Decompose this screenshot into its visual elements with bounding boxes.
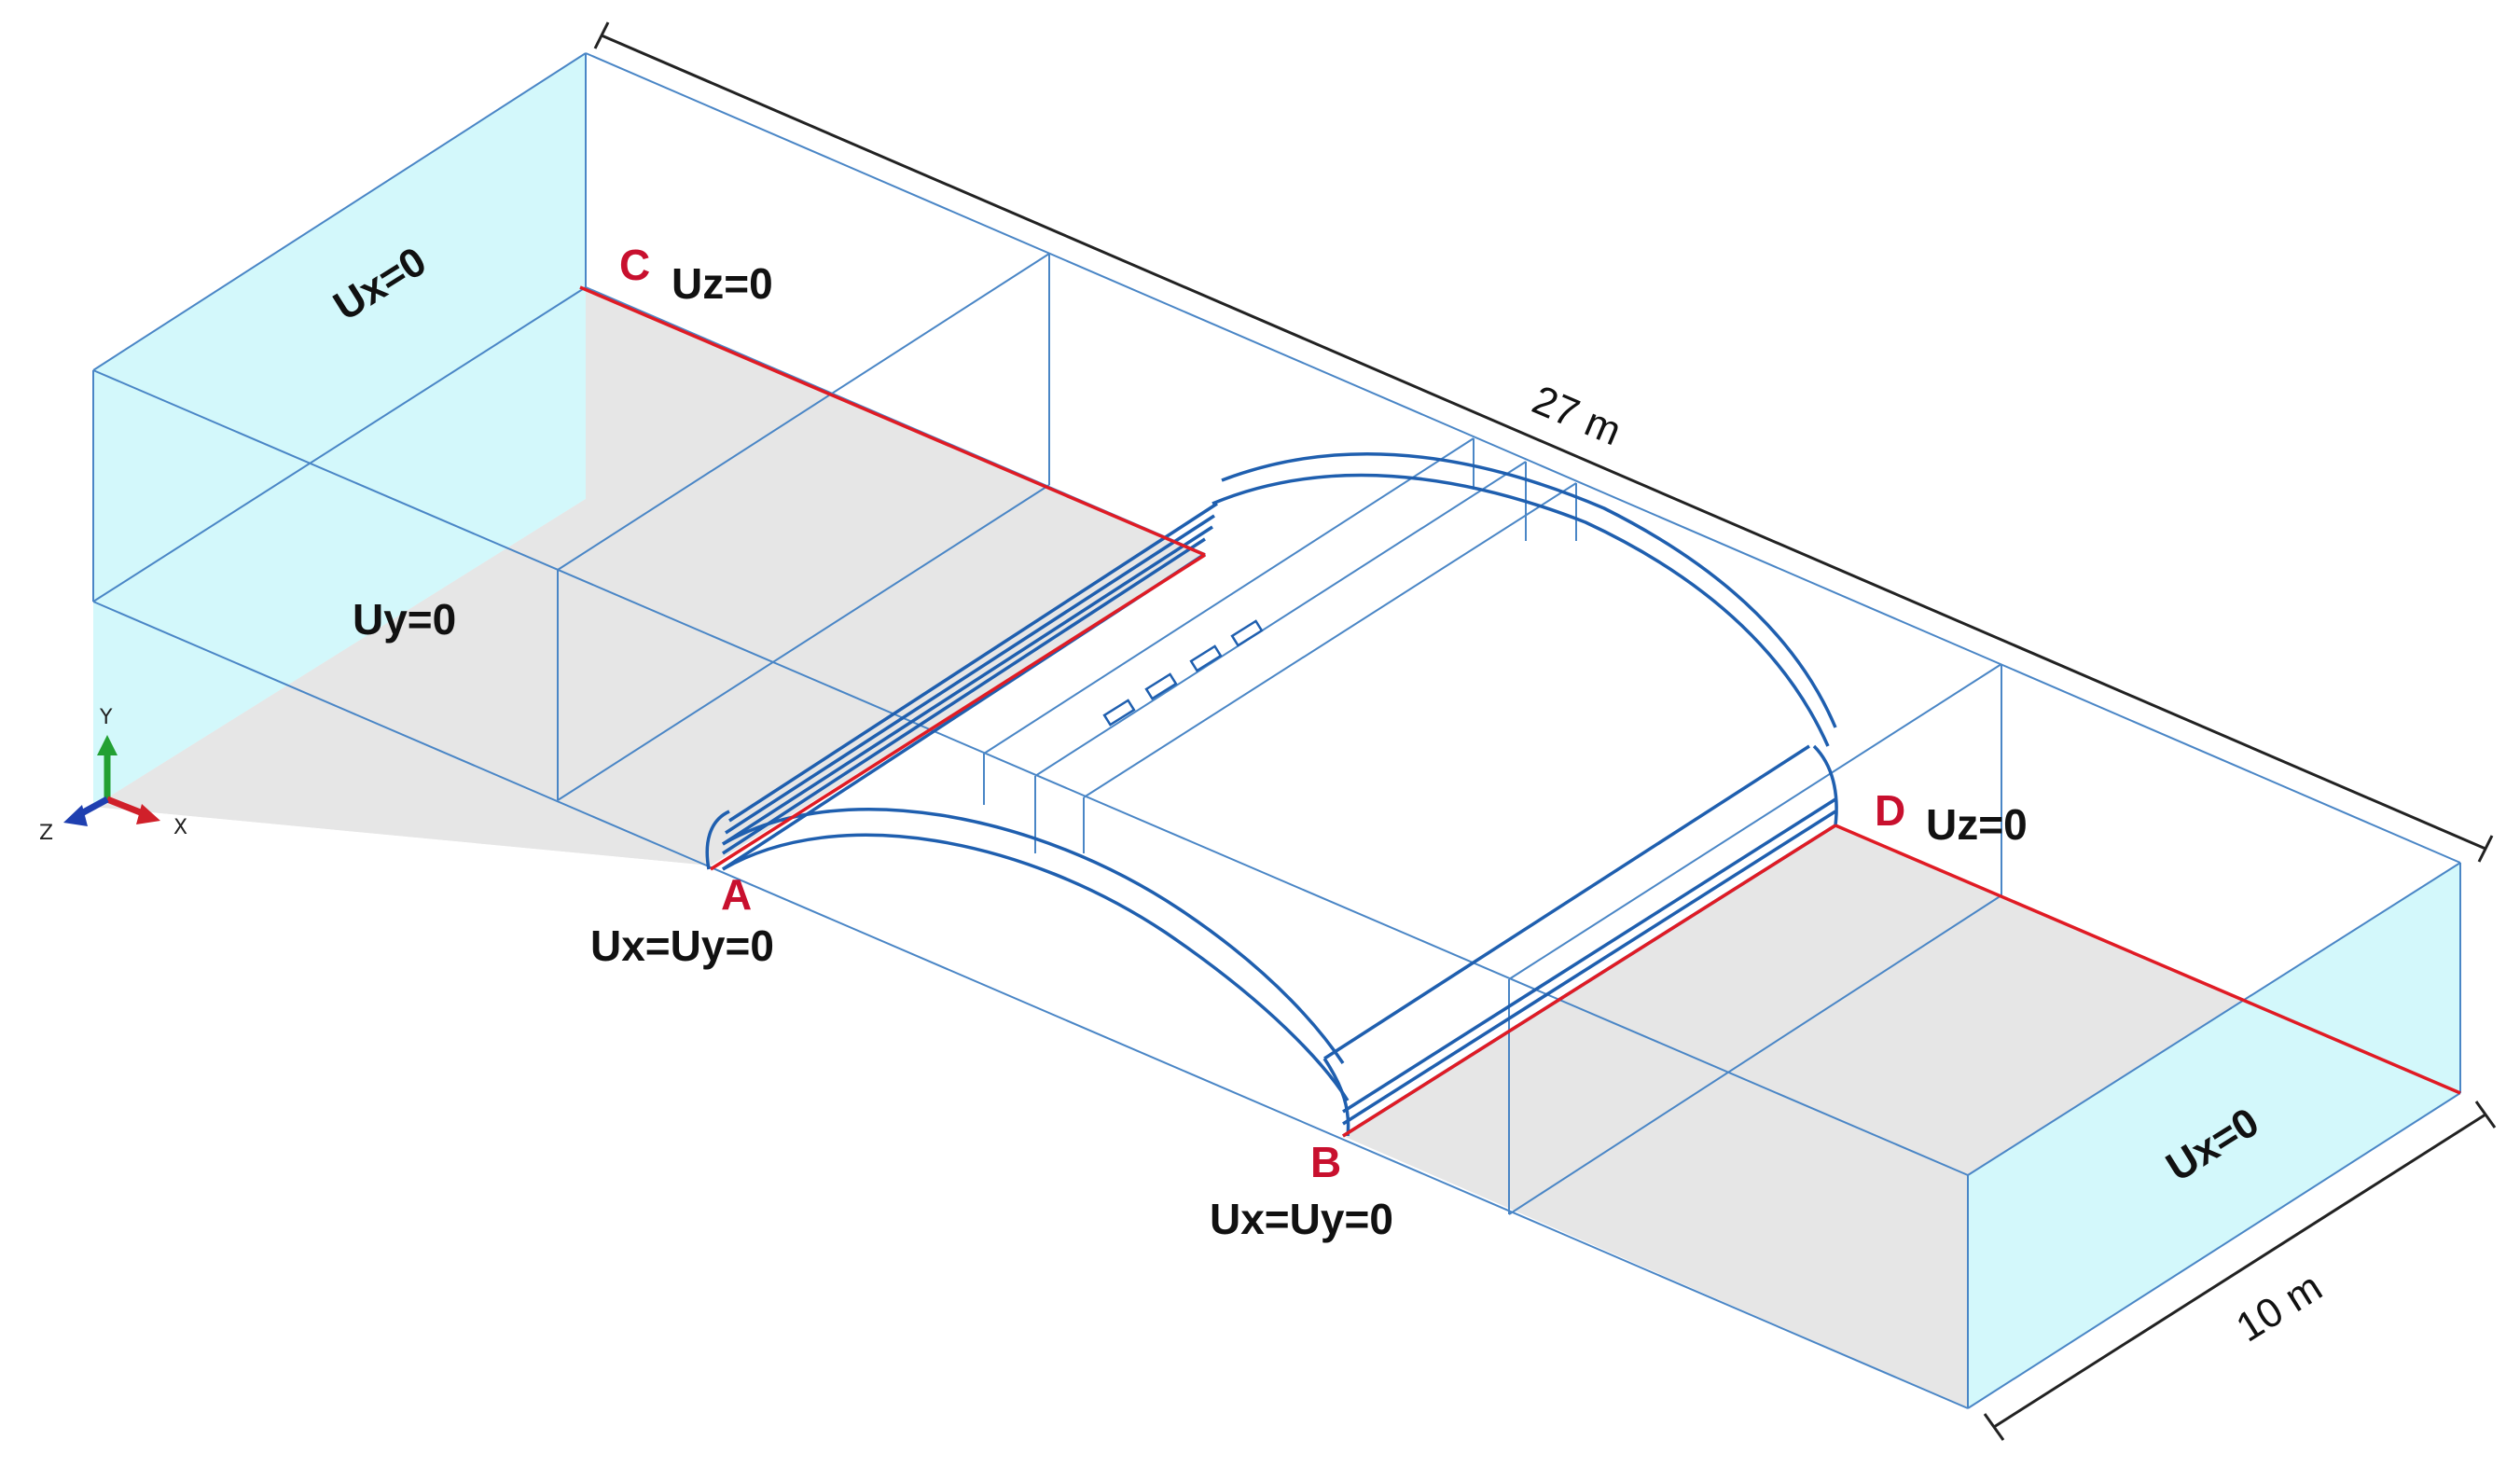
top-back-edge (585, 52, 2461, 864)
deck-opening-2 (1144, 672, 1178, 700)
axis-x-label: X (173, 816, 187, 839)
arch-left-long-2 (722, 537, 1206, 855)
arch-right-long-2 (1342, 810, 1836, 1126)
label-uz0-d: Uz=0 (1926, 800, 2028, 849)
arch-back-inner (1221, 451, 1837, 728)
arch-right-long-4 (1323, 744, 1810, 1060)
left-top-face-fill (93, 499, 1205, 866)
boundary-lines (579, 285, 2461, 1138)
axis-z-arrow (63, 805, 88, 826)
bottom-front-edge (92, 601, 1969, 1409)
partition-5-bottom (1508, 894, 2002, 1215)
dim-width-label: 10 m (2228, 1264, 2330, 1350)
partition-2-top (983, 437, 1475, 755)
arch-back-outer (1212, 473, 1830, 747)
partition-1-bottom (557, 484, 1050, 801)
dim-length-tick-start (593, 21, 610, 49)
axis-x-arrow (136, 804, 160, 824)
axis-y-arrow (97, 735, 118, 755)
dim-length-label: 27 m (1526, 377, 1627, 454)
boundary-line-a (710, 553, 1206, 871)
label-point-b: B (1310, 1138, 1341, 1186)
top-front-edge (92, 369, 1969, 1176)
left-end-bottom (92, 286, 587, 602)
arch-right-long-3 (1342, 797, 1836, 1114)
partition-1-top (557, 253, 1050, 571)
partition-3-top (1034, 461, 1527, 777)
label-uy0: Uy=0 (353, 595, 456, 644)
dim-width-tick-end (2474, 1101, 2497, 1129)
coordinate-triad: Y X Z (39, 706, 187, 845)
arch-left-springing (705, 810, 730, 870)
axis-z-label: Z (39, 822, 53, 845)
arch-right-springing-back (1812, 744, 1838, 826)
right-end-top (1967, 862, 2461, 1176)
axis-y-label: Y (99, 706, 113, 729)
dim-width-tick-start (1983, 1413, 2005, 1441)
arch-left-long-4 (725, 514, 1215, 835)
arch-front-outer (722, 833, 1350, 1101)
arch-right-springing (1322, 1058, 1350, 1137)
boundary-line-d (1835, 824, 2461, 1095)
label-uxuy0-a: Ux=Uy=0 (590, 921, 774, 970)
deck-opening-4 (1230, 619, 1264, 647)
boundary-line-c (579, 285, 1206, 557)
right-end-face (1968, 863, 2460, 1408)
arch-left-long-5 (728, 502, 1218, 823)
dim-width-line (1993, 1113, 2486, 1429)
left-end-face (93, 53, 586, 807)
label-point-c: C (619, 241, 650, 289)
label-uz0-c: Uz=0 (672, 259, 773, 308)
deck-opening-1 (1102, 699, 1136, 727)
deck-opening-3 (1189, 644, 1223, 672)
partition-5-top (1508, 663, 2002, 980)
right-end-bottom (1967, 1092, 2461, 1409)
dimension-lines (593, 21, 2497, 1441)
arch-left-long-3 (722, 525, 1213, 846)
partition-4-top (1083, 482, 1577, 798)
label-uxuy0-b: Ux=Uy=0 (1210, 1195, 1393, 1243)
label-point-a: A (721, 870, 752, 919)
dim-length-tick-end (2477, 835, 2494, 863)
label-point-d: D (1875, 786, 1905, 835)
dim-length-line (601, 34, 2486, 851)
boundary-line-b (1342, 824, 1836, 1138)
arch-front-inner (722, 808, 1345, 1064)
left-end-top (92, 52, 587, 371)
